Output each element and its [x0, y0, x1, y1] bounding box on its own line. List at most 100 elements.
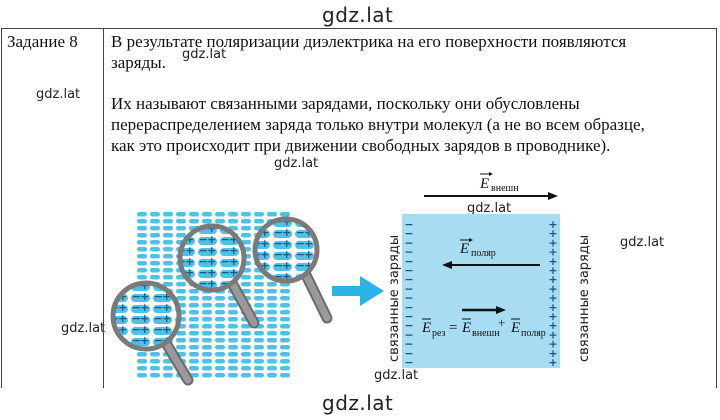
molecule	[267, 366, 277, 371]
molecule	[254, 310, 264, 315]
molecule-charge: +	[140, 279, 149, 292]
molecule-charge: −	[296, 259, 305, 272]
negative-charge: −	[404, 246, 413, 259]
molecule-charge: +	[229, 244, 238, 257]
molecule	[189, 219, 199, 224]
molecule	[254, 331, 264, 336]
magnifier-handles	[160, 269, 333, 386]
molecule	[202, 317, 212, 322]
molecule	[254, 275, 264, 280]
molecule	[241, 324, 251, 329]
molecule	[280, 345, 290, 350]
molecule	[241, 338, 251, 343]
molecule-charge: −	[132, 323, 141, 336]
molecule	[189, 310, 199, 315]
molecule	[273, 230, 292, 238]
paragraph-line: В результате поляризации диэлектрика на …	[111, 32, 627, 51]
molecule	[189, 359, 199, 364]
molecule-charge: +	[118, 301, 127, 314]
negative-charge: −	[404, 282, 413, 295]
molecule	[254, 219, 264, 224]
external-field-symbol: E	[479, 176, 489, 192]
molecule	[176, 345, 186, 350]
molecule	[137, 219, 147, 224]
negative-charge: −	[404, 218, 413, 231]
molecule	[267, 324, 277, 329]
molecule-charge: +	[260, 259, 269, 272]
positive-charge: +	[548, 273, 557, 286]
molecule	[241, 352, 251, 357]
resultant-field-vector	[462, 306, 506, 314]
molecule	[176, 289, 186, 294]
molecule-charge: −	[296, 226, 305, 239]
svg-text:E: E	[421, 320, 431, 336]
molecule	[280, 310, 290, 315]
molecule	[163, 261, 173, 266]
molecule-charge: +	[118, 312, 127, 325]
molecule-charge: +	[140, 290, 149, 303]
molecule	[137, 275, 147, 280]
molecule	[150, 373, 160, 378]
molecule	[163, 240, 173, 245]
molecule	[137, 261, 147, 266]
molecule-charge: +	[140, 301, 149, 314]
molecule	[198, 248, 217, 256]
negative-charge: −	[404, 264, 413, 277]
molecule	[153, 327, 172, 335]
molecule-charge: +	[140, 334, 149, 347]
molecule-charge: +	[185, 266, 194, 279]
molecule-charge: −	[296, 237, 305, 250]
molecule	[137, 254, 147, 259]
positive-charge: +	[548, 310, 557, 323]
svg-text:=: =	[449, 320, 457, 336]
molecule	[280, 296, 290, 301]
molecule	[228, 219, 238, 224]
molecule	[150, 275, 160, 280]
molecule-charge: −	[132, 279, 141, 292]
paragraph-line: заряды.	[111, 53, 166, 72]
molecule	[137, 212, 147, 217]
molecule-charge: +	[260, 226, 269, 239]
molecule	[254, 212, 264, 217]
molecule	[220, 270, 239, 278]
molecule	[150, 226, 160, 231]
positive-charge: +	[548, 356, 557, 369]
molecule	[241, 289, 251, 294]
molecule-charge: −	[221, 233, 230, 246]
magnifier-lens: −+−+−+−+−+−+−+−+−+−+−+−+−+−+−+−+−+−+−+−+…	[110, 279, 182, 352]
molecule	[254, 296, 264, 301]
molecule-charge: +	[185, 244, 194, 257]
molecule	[228, 366, 238, 371]
molecule-charge: −	[132, 334, 141, 347]
molecule	[280, 324, 290, 329]
molecule-charge: +	[140, 312, 149, 325]
molecule	[163, 366, 173, 371]
molecule-charge: −	[154, 301, 163, 314]
molecule	[202, 366, 212, 371]
svg-text:рез: рез	[432, 328, 446, 339]
molecule	[273, 252, 292, 260]
molecule-charge: +	[260, 237, 269, 250]
molecule-charge: −	[132, 312, 141, 325]
molecule	[295, 252, 314, 260]
molecule	[131, 338, 150, 346]
svg-text:E: E	[510, 320, 520, 336]
watermark: gdz.lat	[374, 368, 419, 383]
bound-charges-label-right: связанные заряды	[577, 235, 592, 362]
molecule	[189, 345, 199, 350]
molecule-charge: −	[154, 290, 163, 303]
molecule	[267, 317, 277, 322]
molecule	[137, 373, 147, 378]
molecule	[176, 212, 186, 217]
molecule	[241, 345, 251, 350]
molecule-charge: +	[162, 290, 171, 303]
molecule	[202, 352, 212, 357]
paragraph-2: Их называют связанными зарядами, посколь…	[111, 93, 711, 156]
molecule	[215, 219, 225, 224]
molecule-charge: +	[185, 255, 194, 268]
molecule	[241, 366, 251, 371]
molecule	[267, 310, 277, 315]
molecule-charge: −	[132, 301, 141, 314]
molecule-charge: +	[118, 290, 127, 303]
watermark: gdz.lat	[274, 156, 319, 171]
